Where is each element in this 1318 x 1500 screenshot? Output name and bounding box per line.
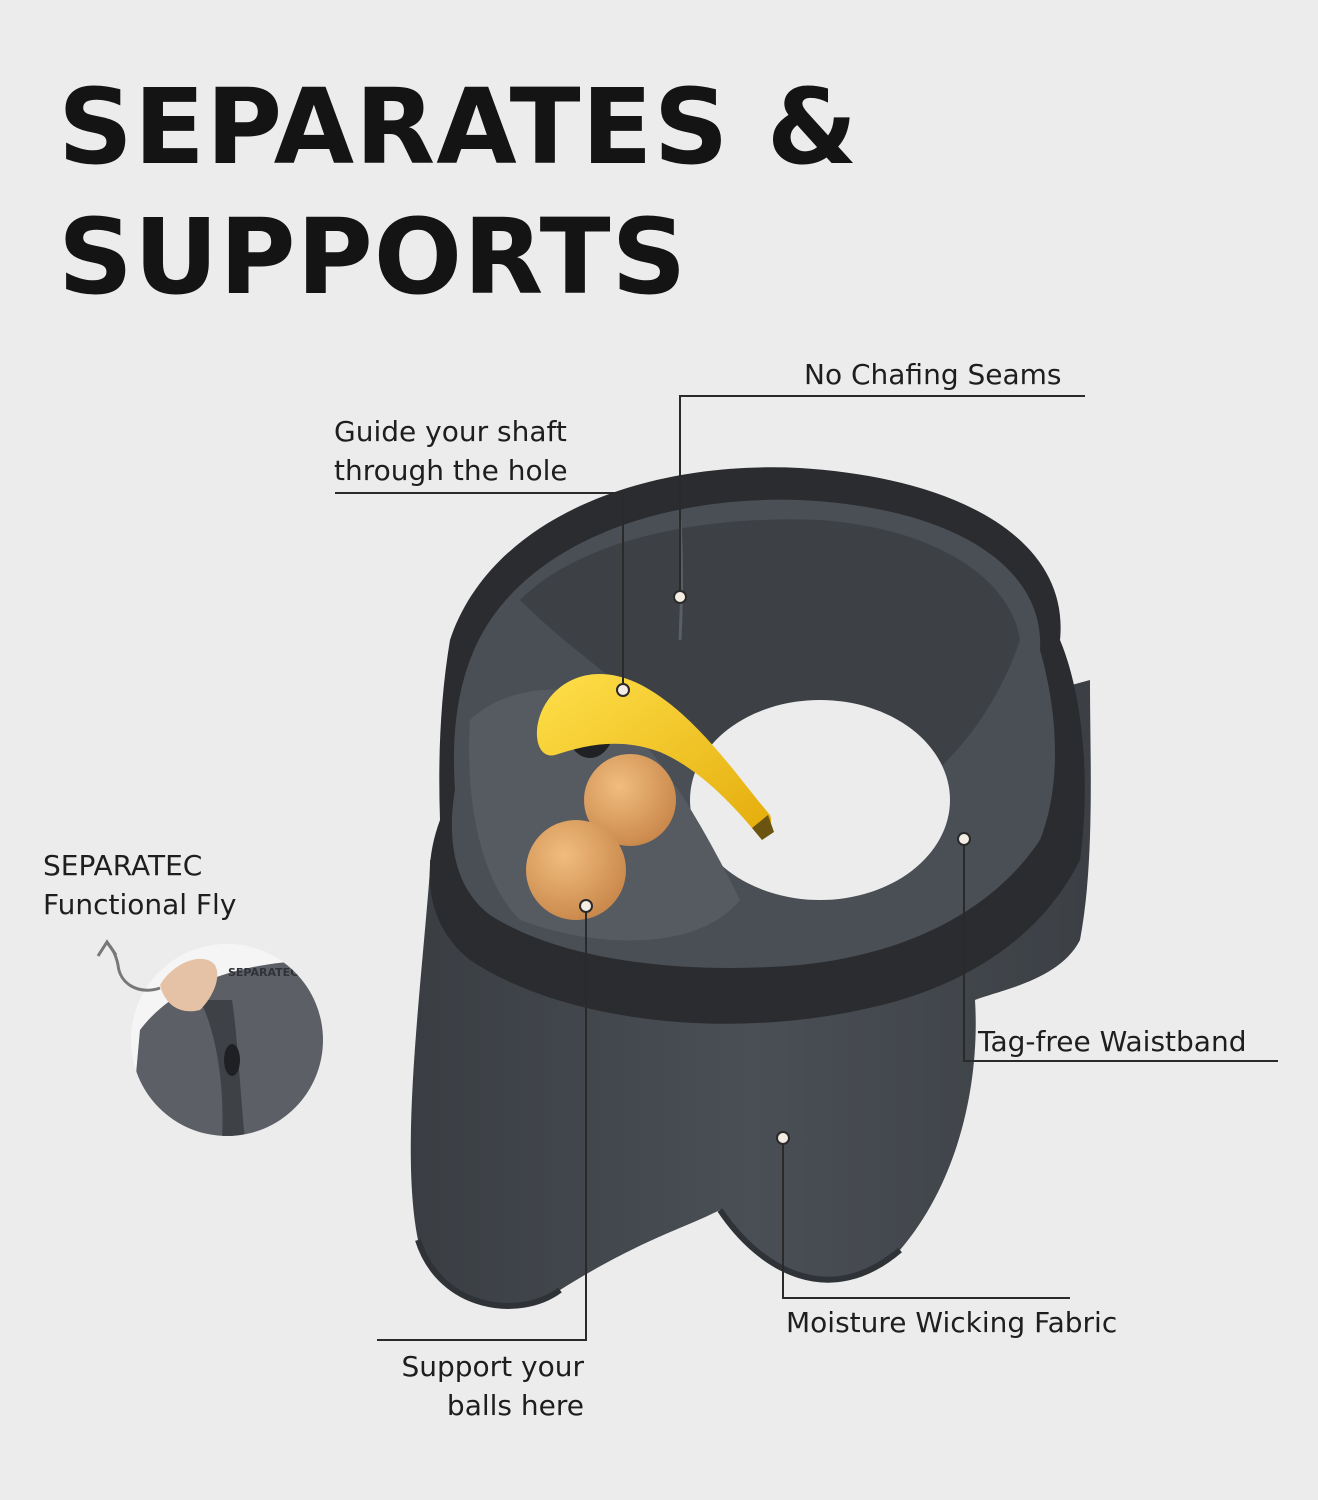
label-functional-fly-line-2: Functional Fly <box>43 888 237 921</box>
leader-support-balls <box>377 906 587 1341</box>
banana-illustration <box>536 673 772 831</box>
headline-line-1: SEPARATES & <box>58 66 859 188</box>
dot-support-balls <box>579 899 593 913</box>
inset-hand <box>160 958 218 1012</box>
inset-fly-hole <box>224 1044 240 1076</box>
leader-tag-free <box>963 839 1278 1062</box>
ball-upper <box>584 754 676 846</box>
leader-lines <box>335 395 1278 1341</box>
inset-brand-text: SEPARATEC <box>228 966 298 979</box>
dot-tag-free <box>957 832 971 846</box>
functional-fly-inset: SEPARATEC <box>131 944 323 1136</box>
ball-lower <box>526 820 626 920</box>
boxer-brief-illustration <box>410 467 1091 1309</box>
label-support-balls-line-1: Support your <box>401 1350 584 1383</box>
label-guide-shaft-line-2: through the hole <box>334 454 568 487</box>
headline: SEPARATES & SUPPORTS <box>58 62 858 322</box>
label-no-chafing-seams: No Chafing Seams <box>804 358 1062 391</box>
headline-line-2: SUPPORTS <box>58 196 688 318</box>
dot-guide-shaft <box>616 683 630 697</box>
dot-no-chafing <box>673 590 687 604</box>
label-support-balls: Support your balls here <box>360 1347 584 1425</box>
leader-guide-shaft <box>335 492 624 690</box>
label-guide-shaft: Guide your shaft through the hole <box>334 412 568 490</box>
curved-arrow-icon <box>96 939 161 992</box>
label-tag-free-waistband: Tag-free Waistband <box>978 1025 1247 1058</box>
leader-no-chafing <box>679 395 1085 597</box>
leg-hem-left <box>415 1239 562 1309</box>
label-moisture-wicking: Moisture Wicking Fabric <box>786 1306 1118 1339</box>
label-functional-fly-line-1: SEPARATEC <box>43 849 203 882</box>
leader-moisture <box>782 1138 1070 1299</box>
inset-fly-seam <box>200 1000 245 1136</box>
dot-moisture <box>776 1131 790 1145</box>
label-functional-fly: SEPARATEC Functional Fly <box>43 846 236 924</box>
banana-tip <box>752 815 774 840</box>
callout-dots <box>579 590 971 1145</box>
center-opening <box>690 700 950 900</box>
leg-hem-right <box>717 1208 902 1283</box>
label-guide-shaft-line-1: Guide your shaft <box>334 415 567 448</box>
label-support-balls-line-2: balls here <box>446 1389 584 1422</box>
